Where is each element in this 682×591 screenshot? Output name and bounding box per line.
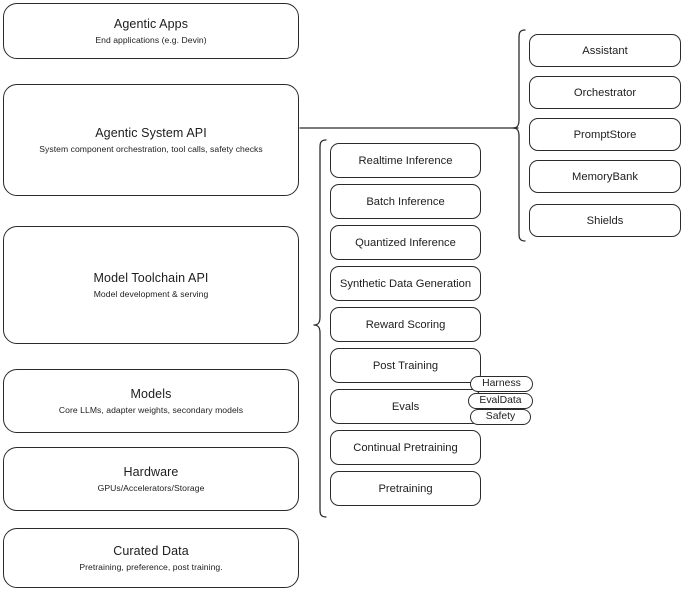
capability-label: Batch Inference	[366, 195, 445, 208]
evals-subcomponent-evaldata[interactable]: EvalData	[468, 393, 533, 409]
pill-label: EvalData	[479, 395, 522, 406]
service-box-memorybank[interactable]: MemoryBank	[529, 160, 681, 193]
capability-box-batch-inference[interactable]: Batch Inference	[330, 184, 481, 219]
service-label: MemoryBank	[572, 170, 638, 183]
layer-box-hardware[interactable]: Hardware GPUs/Accelerators/Storage	[3, 447, 299, 511]
capability-box-continual-pretraining[interactable]: Continual Pretraining	[330, 430, 481, 465]
capability-box-evals[interactable]: Evals	[330, 389, 481, 424]
capability-box-realtime-inference[interactable]: Realtime Inference	[330, 143, 481, 178]
layer-subtitle: Model development & serving	[93, 289, 209, 299]
pill-label: Harness	[482, 378, 521, 389]
service-box-shields[interactable]: Shields	[529, 204, 681, 237]
capability-box-reward-scoring[interactable]: Reward Scoring	[330, 307, 481, 342]
capability-label: Realtime Inference	[358, 154, 453, 167]
capability-label: Synthetic Data Generation	[339, 277, 472, 290]
capability-box-pretraining[interactable]: Pretraining	[330, 471, 481, 506]
layer-subtitle: Core LLMs, adapter weights, secondary mo…	[58, 405, 244, 415]
capability-box-synthetic-data-generation[interactable]: Synthetic Data Generation	[330, 266, 481, 301]
service-label: PromptStore	[573, 128, 637, 141]
service-box-promptstore[interactable]: PromptStore	[529, 118, 681, 151]
capability-label: Evals	[391, 400, 420, 413]
capability-box-quantized-inference[interactable]: Quantized Inference	[330, 225, 481, 260]
capability-box-post-training[interactable]: Post Training	[330, 348, 481, 383]
layer-box-curated-data[interactable]: Curated Data Pretraining, preference, po…	[3, 528, 299, 588]
layer-subtitle: System component orchestration, tool cal…	[39, 144, 263, 154]
layer-title: Hardware	[123, 465, 179, 479]
layer-box-agentic-apps[interactable]: Agentic Apps End applications (e.g. Devi…	[3, 3, 299, 59]
capability-label: Reward Scoring	[365, 318, 446, 331]
layer-title: Agentic Apps	[113, 17, 189, 31]
layer-box-model-toolchain-api[interactable]: Model Toolchain API Model development & …	[3, 226, 299, 344]
layer-title: Models	[130, 387, 172, 401]
brace-system-services	[512, 29, 526, 242]
pill-label: Safety	[485, 411, 516, 422]
capability-label: Continual Pretraining	[353, 441, 458, 454]
service-label: Orchestrator	[573, 86, 637, 99]
layer-box-models[interactable]: Models Core LLMs, adapter weights, secon…	[3, 369, 299, 433]
layer-title: Model Toolchain API	[93, 271, 209, 285]
service-box-orchestrator[interactable]: Orchestrator	[529, 76, 681, 109]
evals-subcomponent-safety[interactable]: Safety	[470, 409, 531, 425]
layer-subtitle: End applications (e.g. Devin)	[95, 35, 207, 45]
layer-title: Agentic System API	[95, 126, 207, 140]
layer-title: Curated Data	[113, 544, 189, 558]
service-box-assistant[interactable]: Assistant	[529, 34, 681, 67]
service-label: Assistant	[582, 44, 628, 57]
layer-subtitle: GPUs/Accelerators/Storage	[97, 483, 205, 493]
evals-subcomponent-harness[interactable]: Harness	[470, 376, 533, 392]
capability-label: Quantized Inference	[355, 236, 456, 249]
layer-box-agentic-system-api[interactable]: Agentic System API System component orch…	[3, 84, 299, 196]
capability-label: Post Training	[372, 359, 439, 372]
capability-label: Pretraining	[378, 482, 433, 495]
layer-subtitle: Pretraining, preference, post training.	[79, 562, 223, 572]
service-label: Shields	[586, 214, 624, 227]
brace-toolchain-capabilities	[313, 139, 327, 518]
